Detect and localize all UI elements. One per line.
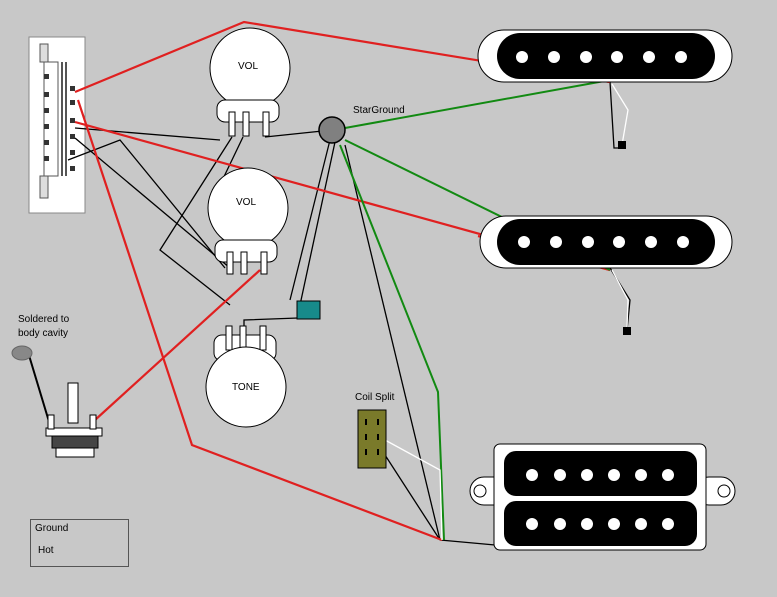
soldered-label-line1: Soldered to bbox=[18, 314, 70, 325]
tone-label: TONE bbox=[232, 382, 260, 393]
volume-bottom-label: VOL bbox=[236, 197, 257, 208]
five-way-switch bbox=[28, 36, 86, 214]
legend-ground-label: Ground bbox=[35, 523, 69, 534]
tone-capacitor bbox=[296, 300, 321, 320]
white-wires bbox=[384, 83, 629, 541]
single-coil-pickup-middle bbox=[479, 215, 733, 335]
star-ground-label: StarGround bbox=[353, 105, 405, 116]
soldered-label-line2: body cavity bbox=[18, 328, 69, 339]
legend-hot-label: Hot bbox=[38, 545, 54, 556]
humbucker-pickup bbox=[469, 443, 736, 551]
output-jack bbox=[11, 345, 103, 458]
coil-split-label: Coil Split bbox=[355, 392, 395, 403]
single-coil-pickup-top bbox=[477, 29, 733, 149]
legend bbox=[30, 519, 129, 567]
volume-top-label: VOL bbox=[238, 61, 259, 72]
star-ground-node bbox=[318, 116, 346, 144]
coil-split-switch bbox=[357, 409, 387, 469]
black-wires bbox=[67, 81, 631, 546]
tone-pot bbox=[205, 325, 287, 428]
volume-pot-bottom bbox=[207, 167, 289, 275]
volume-pot-top bbox=[209, 27, 291, 137]
